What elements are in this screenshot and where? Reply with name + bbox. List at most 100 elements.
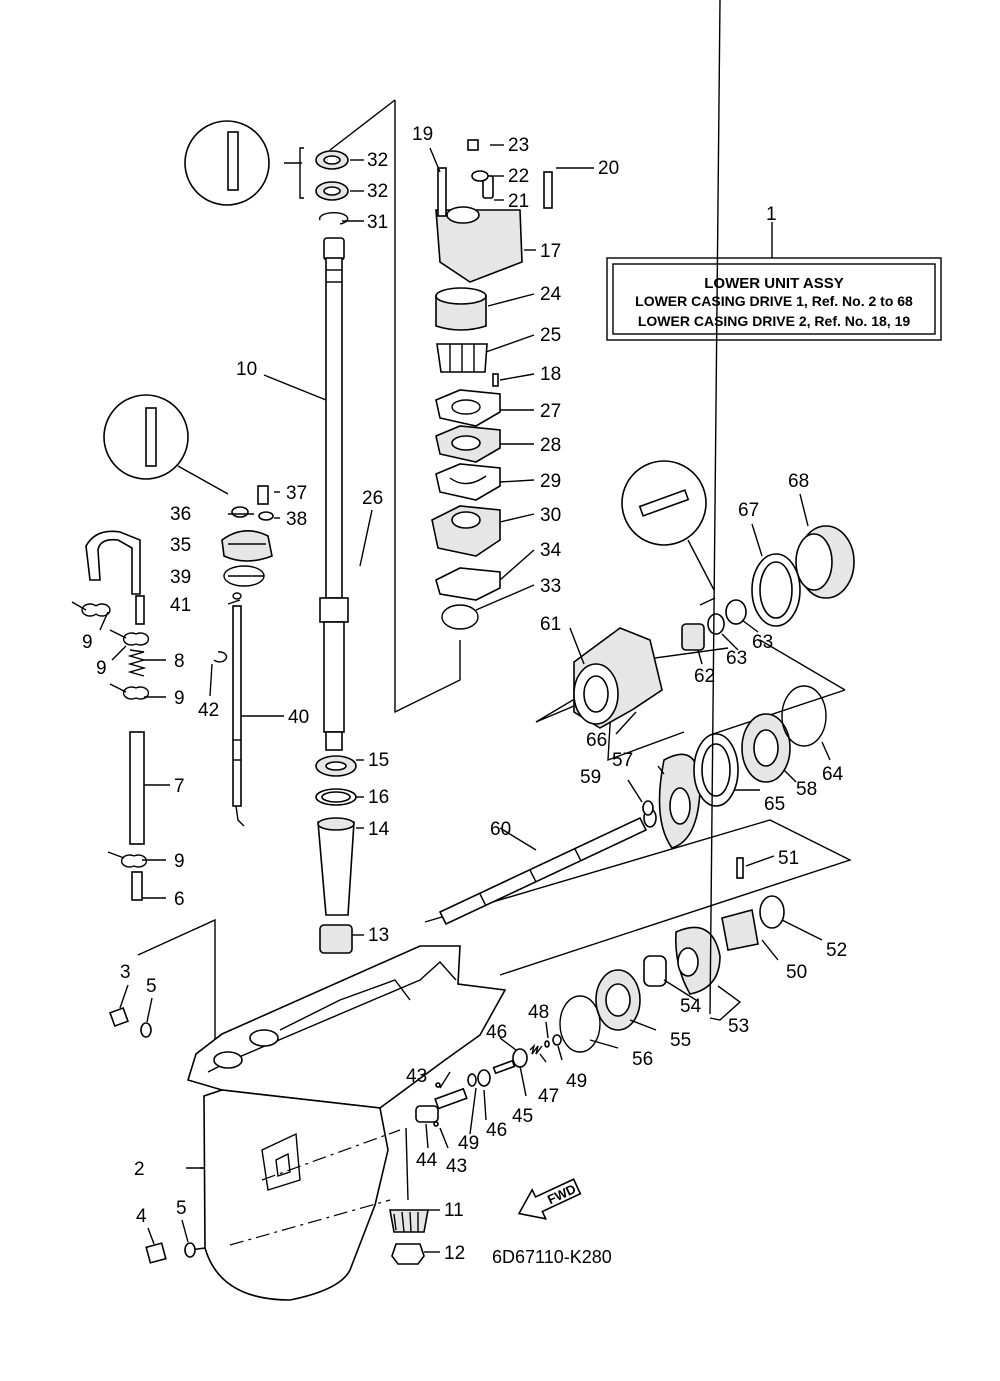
- gear-group: [559, 525, 855, 1053]
- callout-1[interactable]: 1: [766, 204, 777, 225]
- callout-63b[interactable]: 63: [752, 632, 773, 653]
- callout-64[interactable]: 64: [822, 764, 844, 785]
- callout-56[interactable]: 56: [632, 1049, 653, 1070]
- callout-numbers: 32 32 31 10 19 23 22 21 20 17 24 25 18 2…: [82, 124, 847, 1264]
- callout-28[interactable]: 28: [540, 435, 561, 456]
- callout-27[interactable]: 27: [540, 401, 561, 422]
- water-pump-assembly: [431, 139, 553, 630]
- callout-39[interactable]: 39: [170, 567, 191, 588]
- callout-10[interactable]: 10: [236, 359, 257, 380]
- fwd-arrow[interactable]: FWD: [512, 1172, 584, 1228]
- callout-30[interactable]: 30: [540, 505, 561, 526]
- callout-49b[interactable]: 49: [566, 1071, 587, 1092]
- leader-lines: [99, 0, 831, 1253]
- callout-36[interactable]: 36: [170, 504, 191, 525]
- callout-48[interactable]: 48: [528, 1002, 549, 1023]
- callout-6[interactable]: 6: [174, 889, 185, 910]
- callout-59[interactable]: 59: [580, 767, 601, 788]
- box-line-1: LOWER CASING DRIVE 1, Ref. No. 2 to 68: [635, 293, 913, 309]
- callout-38[interactable]: 38: [286, 509, 307, 530]
- callout-5b[interactable]: 5: [176, 1198, 187, 1219]
- callout-53[interactable]: 53: [728, 1016, 749, 1037]
- callout-9b[interactable]: 9: [96, 658, 107, 679]
- circlip-31: [318, 211, 349, 225]
- callout-62[interactable]: 62: [694, 666, 715, 687]
- callout-29[interactable]: 29: [540, 471, 561, 492]
- callout-40[interactable]: 40: [288, 707, 309, 728]
- callout-15[interactable]: 15: [368, 750, 389, 771]
- callout-49a[interactable]: 49: [458, 1133, 479, 1154]
- callout-9c[interactable]: 9: [174, 688, 185, 709]
- callout-26[interactable]: 26: [362, 488, 383, 509]
- grease-callout-right: [621, 460, 715, 591]
- callout-43a[interactable]: 43: [406, 1066, 427, 1087]
- callout-65[interactable]: 65: [764, 794, 785, 815]
- propeller-shaft-60: [438, 808, 657, 926]
- callout-61[interactable]: 61: [540, 614, 561, 635]
- callout-60[interactable]: 60: [490, 819, 511, 840]
- callout-35[interactable]: 35: [170, 535, 191, 556]
- callout-34[interactable]: 34: [540, 540, 562, 561]
- callout-54[interactable]: 54: [680, 996, 702, 1017]
- callout-13[interactable]: 13: [368, 925, 389, 946]
- grease-callout-top: [184, 120, 304, 206]
- callout-32a[interactable]: 32: [367, 150, 388, 171]
- callout-22[interactable]: 22: [508, 166, 529, 187]
- callout-68[interactable]: 68: [788, 471, 809, 492]
- callout-63a[interactable]: 63: [726, 648, 747, 669]
- callout-37[interactable]: 37: [286, 483, 307, 504]
- callout-51[interactable]: 51: [778, 848, 799, 869]
- grease-callout-left: [103, 394, 229, 495]
- callout-57[interactable]: 57: [612, 750, 633, 771]
- callout-25[interactable]: 25: [540, 325, 561, 346]
- callout-18[interactable]: 18: [540, 364, 561, 385]
- callout-16[interactable]: 16: [368, 787, 389, 808]
- callout-9a[interactable]: 9: [82, 632, 93, 653]
- callout-7[interactable]: 7: [174, 776, 185, 797]
- drain-screws: [109, 1007, 196, 1264]
- callout-50[interactable]: 50: [786, 962, 807, 983]
- callout-66[interactable]: 66: [586, 730, 607, 751]
- callout-23[interactable]: 23: [508, 135, 529, 156]
- callout-45[interactable]: 45: [512, 1106, 533, 1127]
- callout-12[interactable]: 12: [444, 1243, 465, 1264]
- callout-52[interactable]: 52: [826, 940, 847, 961]
- box-title: LOWER UNIT ASSY: [704, 275, 843, 292]
- callout-67[interactable]: 67: [738, 500, 759, 521]
- box-line-2: LOWER CASING DRIVE 2, Ref. No. 18, 19: [638, 313, 910, 329]
- callout-8[interactable]: 8: [174, 651, 185, 672]
- drive-shaft-lower-parts: [315, 755, 357, 954]
- callout-5a[interactable]: 5: [146, 976, 157, 997]
- callout-31[interactable]: 31: [367, 212, 388, 233]
- callout-33[interactable]: 33: [540, 576, 561, 597]
- callout-2[interactable]: 2: [134, 1159, 145, 1180]
- callout-46a[interactable]: 46: [486, 1022, 507, 1043]
- callout-46b[interactable]: 46: [486, 1120, 507, 1141]
- callout-20[interactable]: 20: [598, 158, 619, 179]
- callout-44[interactable]: 44: [416, 1150, 438, 1171]
- callout-9d[interactable]: 9: [174, 851, 185, 872]
- shift-cam-parts: [415, 1034, 562, 1127]
- callout-41[interactable]: 41: [170, 595, 191, 616]
- callout-32b[interactable]: 32: [367, 181, 388, 202]
- callout-17[interactable]: 17: [540, 241, 561, 262]
- lower-casing-2: [186, 945, 507, 1301]
- callout-14[interactable]: 14: [368, 819, 390, 840]
- callout-4[interactable]: 4: [136, 1206, 147, 1227]
- shift-rod-assembly: [71, 485, 274, 901]
- callout-11[interactable]: 11: [444, 1200, 464, 1221]
- callout-47[interactable]: 47: [538, 1086, 559, 1107]
- callout-55[interactable]: 55: [670, 1030, 691, 1051]
- callout-24[interactable]: 24: [540, 284, 562, 305]
- callout-43b[interactable]: 43: [446, 1156, 467, 1177]
- oil-seals-32: [315, 150, 349, 201]
- callout-3[interactable]: 3: [120, 962, 131, 983]
- callout-42[interactable]: 42: [198, 700, 219, 721]
- callout-21[interactable]: 21: [508, 191, 529, 212]
- callout-19[interactable]: 19: [412, 124, 433, 145]
- callout-58[interactable]: 58: [796, 779, 817, 800]
- drive-shaft-10: [319, 237, 349, 751]
- diagram-code: 6D67110-K280: [492, 1247, 612, 1267]
